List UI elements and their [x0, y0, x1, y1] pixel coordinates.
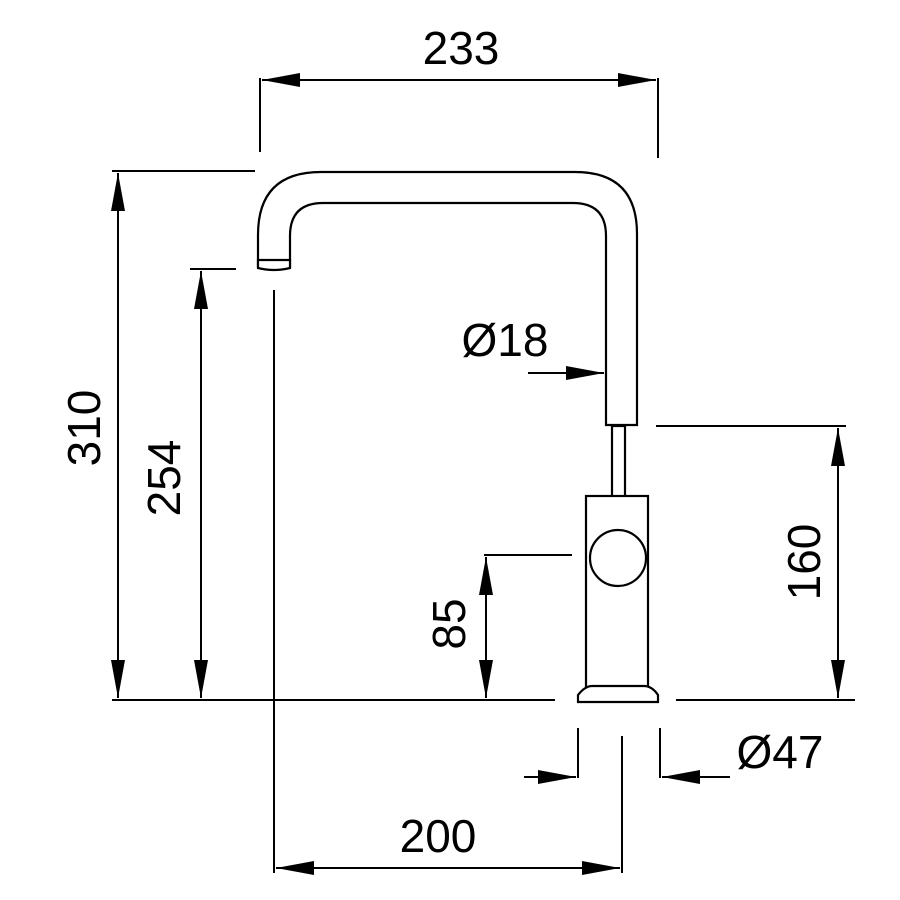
dimension-label-d18: Ø18	[462, 314, 549, 366]
dimension-310: 310	[58, 173, 125, 698]
dimension-254: 254	[138, 271, 208, 698]
dimension-label-85: 85	[423, 598, 475, 649]
handle-knob	[588, 528, 648, 588]
dimension-label-200: 200	[400, 810, 477, 862]
dimension-85: 85	[423, 557, 493, 698]
dimension-label-160: 160	[778, 524, 830, 601]
faucet-base	[576, 684, 660, 704]
dimension-label-233: 233	[423, 22, 500, 74]
spout-tip	[256, 258, 292, 272]
extension-lines	[112, 78, 855, 873]
dimension-label-d47: Ø47	[737, 726, 824, 778]
dimension-label-254: 254	[138, 440, 190, 517]
dimension-diameter-18: Ø18	[462, 314, 604, 380]
faucet-outline	[256, 170, 660, 704]
dimension-160: 160	[778, 428, 845, 698]
dimension-diameter-47: Ø47	[524, 726, 823, 784]
dimension-label-310: 310	[58, 390, 110, 467]
dimension-200: 200	[276, 810, 620, 875]
faucet-body	[584, 494, 650, 690]
spout	[256, 170, 639, 427]
dimension-233: 233	[262, 22, 656, 87]
